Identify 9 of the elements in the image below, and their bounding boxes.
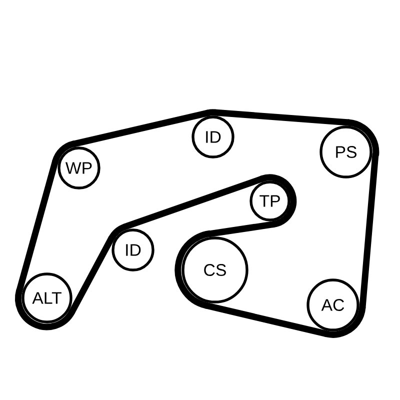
pulley: TP (250, 180, 290, 222)
pulley: CS (182, 236, 248, 304)
pulley: ID (192, 116, 234, 158)
pulley: PS (320, 126, 372, 178)
pulley: ALT (22, 272, 72, 324)
pulley: ID (112, 228, 154, 272)
pulley: WP (58, 146, 100, 190)
pulley: AC (306, 278, 360, 332)
belt (68, 234, 115, 316)
